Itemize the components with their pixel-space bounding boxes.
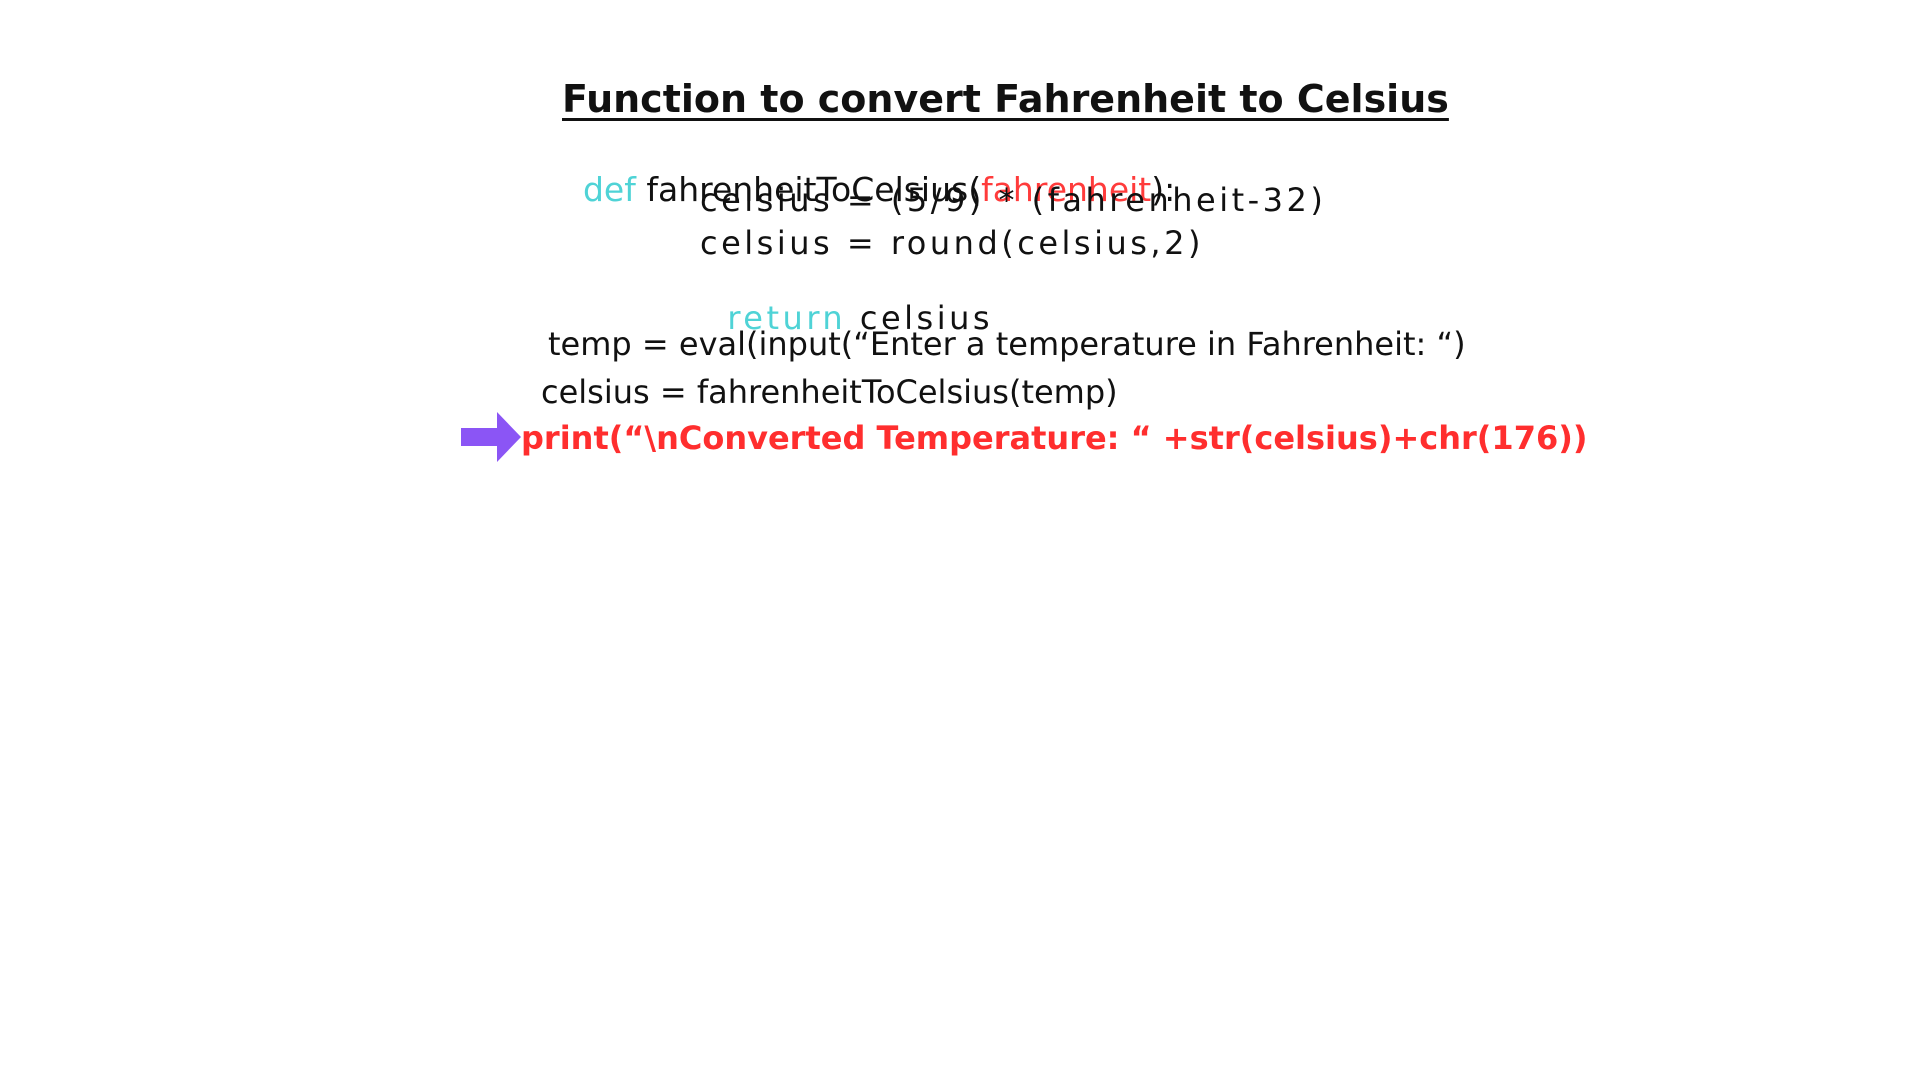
code-line-celsius-call: celsius = fahrenheitToCelsius(temp) [541, 373, 1118, 411]
def-end: ): [1151, 170, 1176, 209]
code-line-def: def fahrenheitToCelsius(fahrenheit): [562, 140, 1175, 206]
code-line-print: print(“\nConverted Temperature: “ +str(c… [521, 419, 1588, 457]
return-value: celsius [846, 299, 994, 337]
def-keyword: def [582, 170, 636, 209]
return-keyword: return [727, 299, 847, 337]
code-line-temp-input: temp = eval(input(“Enter a temperature i… [548, 325, 1466, 363]
right-arrow-icon [461, 412, 521, 462]
slide-title: Function to convert Fahrenheit to Celsiu… [562, 77, 1449, 121]
code-line-return: return celsius [700, 270, 993, 334]
code-line-celsius-formula: celsius = (5/9) * (fahrenheit-32) [700, 181, 1327, 219]
code-line-celsius-round: celsius = round(celsius,2) [700, 224, 1204, 262]
parameter-name: fahrenheit [981, 170, 1152, 209]
function-name: fahrenheitToCelsius( [635, 170, 982, 209]
